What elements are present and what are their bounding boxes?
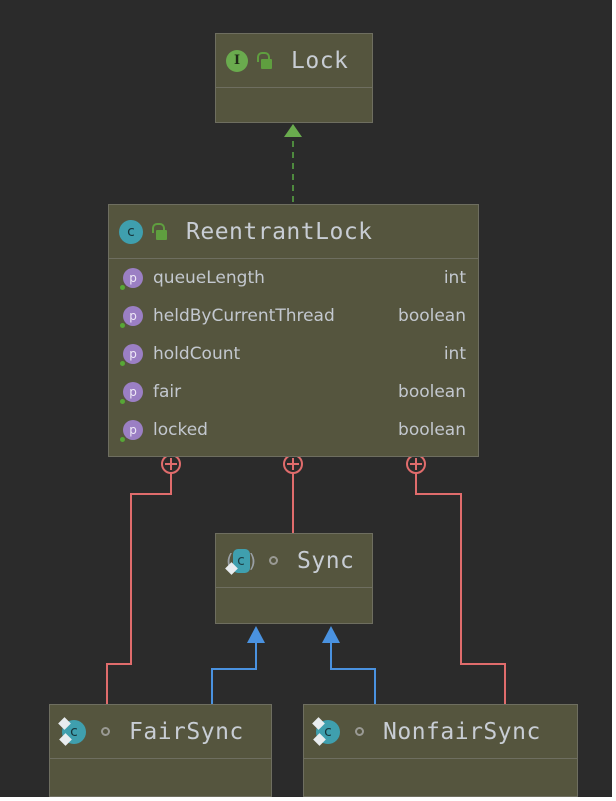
green-dot-icon	[120, 399, 125, 404]
member-row[interactable]: p queueLength int	[109, 259, 478, 297]
uml-node-lock[interactable]: I Lock	[215, 33, 373, 123]
member-name: heldByCurrentThread	[153, 306, 335, 326]
green-dot-icon	[120, 361, 125, 366]
class-icon: c	[119, 219, 143, 244]
unlock-icon	[151, 223, 167, 240]
uml-node-sync[interactable]: ( c ) Sync	[215, 533, 373, 624]
member-name: holdCount	[153, 344, 241, 364]
edge-reentrantlock-implements-lock	[284, 124, 302, 202]
final-class-icon: c	[58, 716, 88, 746]
green-dot-icon	[120, 323, 125, 328]
uml-node-reentrantlock[interactable]: c ReentrantLock p queueLength int	[108, 204, 479, 457]
node-title-nonfairsync: NonfairSync	[383, 718, 541, 745]
package-private-icon	[355, 727, 364, 736]
edge-nonfairsync-extends-sync	[322, 626, 376, 704]
edge-reentrantlock-inner-sync	[283, 454, 303, 533]
node-title-lock: Lock	[291, 47, 349, 74]
property-icon: p	[120, 305, 144, 328]
member-type: int	[443, 344, 466, 364]
member-row[interactable]: p fair boolean	[109, 373, 478, 411]
node-title-sync: Sync	[297, 547, 355, 574]
edge-reentrantlock-inner-fairsync	[106, 454, 181, 704]
node-body-fairsync	[50, 759, 271, 797]
package-private-icon	[101, 727, 110, 736]
member-type: int	[443, 268, 466, 288]
member-name: fair	[153, 382, 182, 402]
node-body-nonfairsync	[304, 759, 577, 797]
node-title-reentrantlock: ReentrantLock	[186, 218, 373, 245]
member-type: boolean	[398, 306, 466, 326]
property-icon: p	[120, 343, 144, 366]
node-title-fairsync: FairSync	[129, 718, 244, 745]
member-name: locked	[153, 420, 208, 440]
node-header-nonfairsync: c NonfairSync	[304, 705, 577, 759]
final-class-icon: c	[312, 716, 342, 746]
member-row[interactable]: p holdCount int	[109, 335, 478, 373]
uml-node-nonfairsync[interactable]: c NonfairSync	[303, 704, 578, 797]
uml-node-fairsync[interactable]: c FairSync	[49, 704, 272, 797]
node-body-sync	[216, 588, 372, 624]
member-row[interactable]: p heldByCurrentThread boolean	[109, 297, 478, 335]
node-header-fairsync: c FairSync	[50, 705, 271, 759]
interface-icon-letter: I	[226, 49, 248, 72]
green-dot-icon	[120, 437, 125, 442]
green-dot-icon	[120, 285, 125, 290]
property-icon: p	[120, 419, 144, 442]
property-icon: p	[120, 267, 144, 290]
edge-fairsync-extends-sync	[211, 626, 265, 704]
member-type: boolean	[398, 420, 466, 440]
abstract-class-icon: ( c )	[225, 548, 256, 575]
member-name: queueLength	[153, 268, 265, 288]
property-icon: p	[120, 381, 144, 404]
edge-reentrantlock-inner-nonfairsync	[406, 454, 506, 704]
node-body-reentrantlock: p queueLength int p heldByCurrentThread …	[109, 259, 478, 449]
node-header-reentrantlock: c ReentrantLock	[109, 205, 478, 259]
interface-icon: I	[226, 49, 248, 72]
unlock-icon	[256, 52, 272, 69]
member-row[interactable]: p locked boolean	[109, 411, 478, 449]
member-type: boolean	[398, 382, 466, 402]
package-private-icon	[269, 556, 278, 565]
class-icon-letter: c	[119, 219, 143, 244]
node-header-sync: ( c ) Sync	[216, 534, 372, 588]
node-body-lock	[216, 88, 372, 123]
node-header-lock: I Lock	[216, 34, 372, 88]
